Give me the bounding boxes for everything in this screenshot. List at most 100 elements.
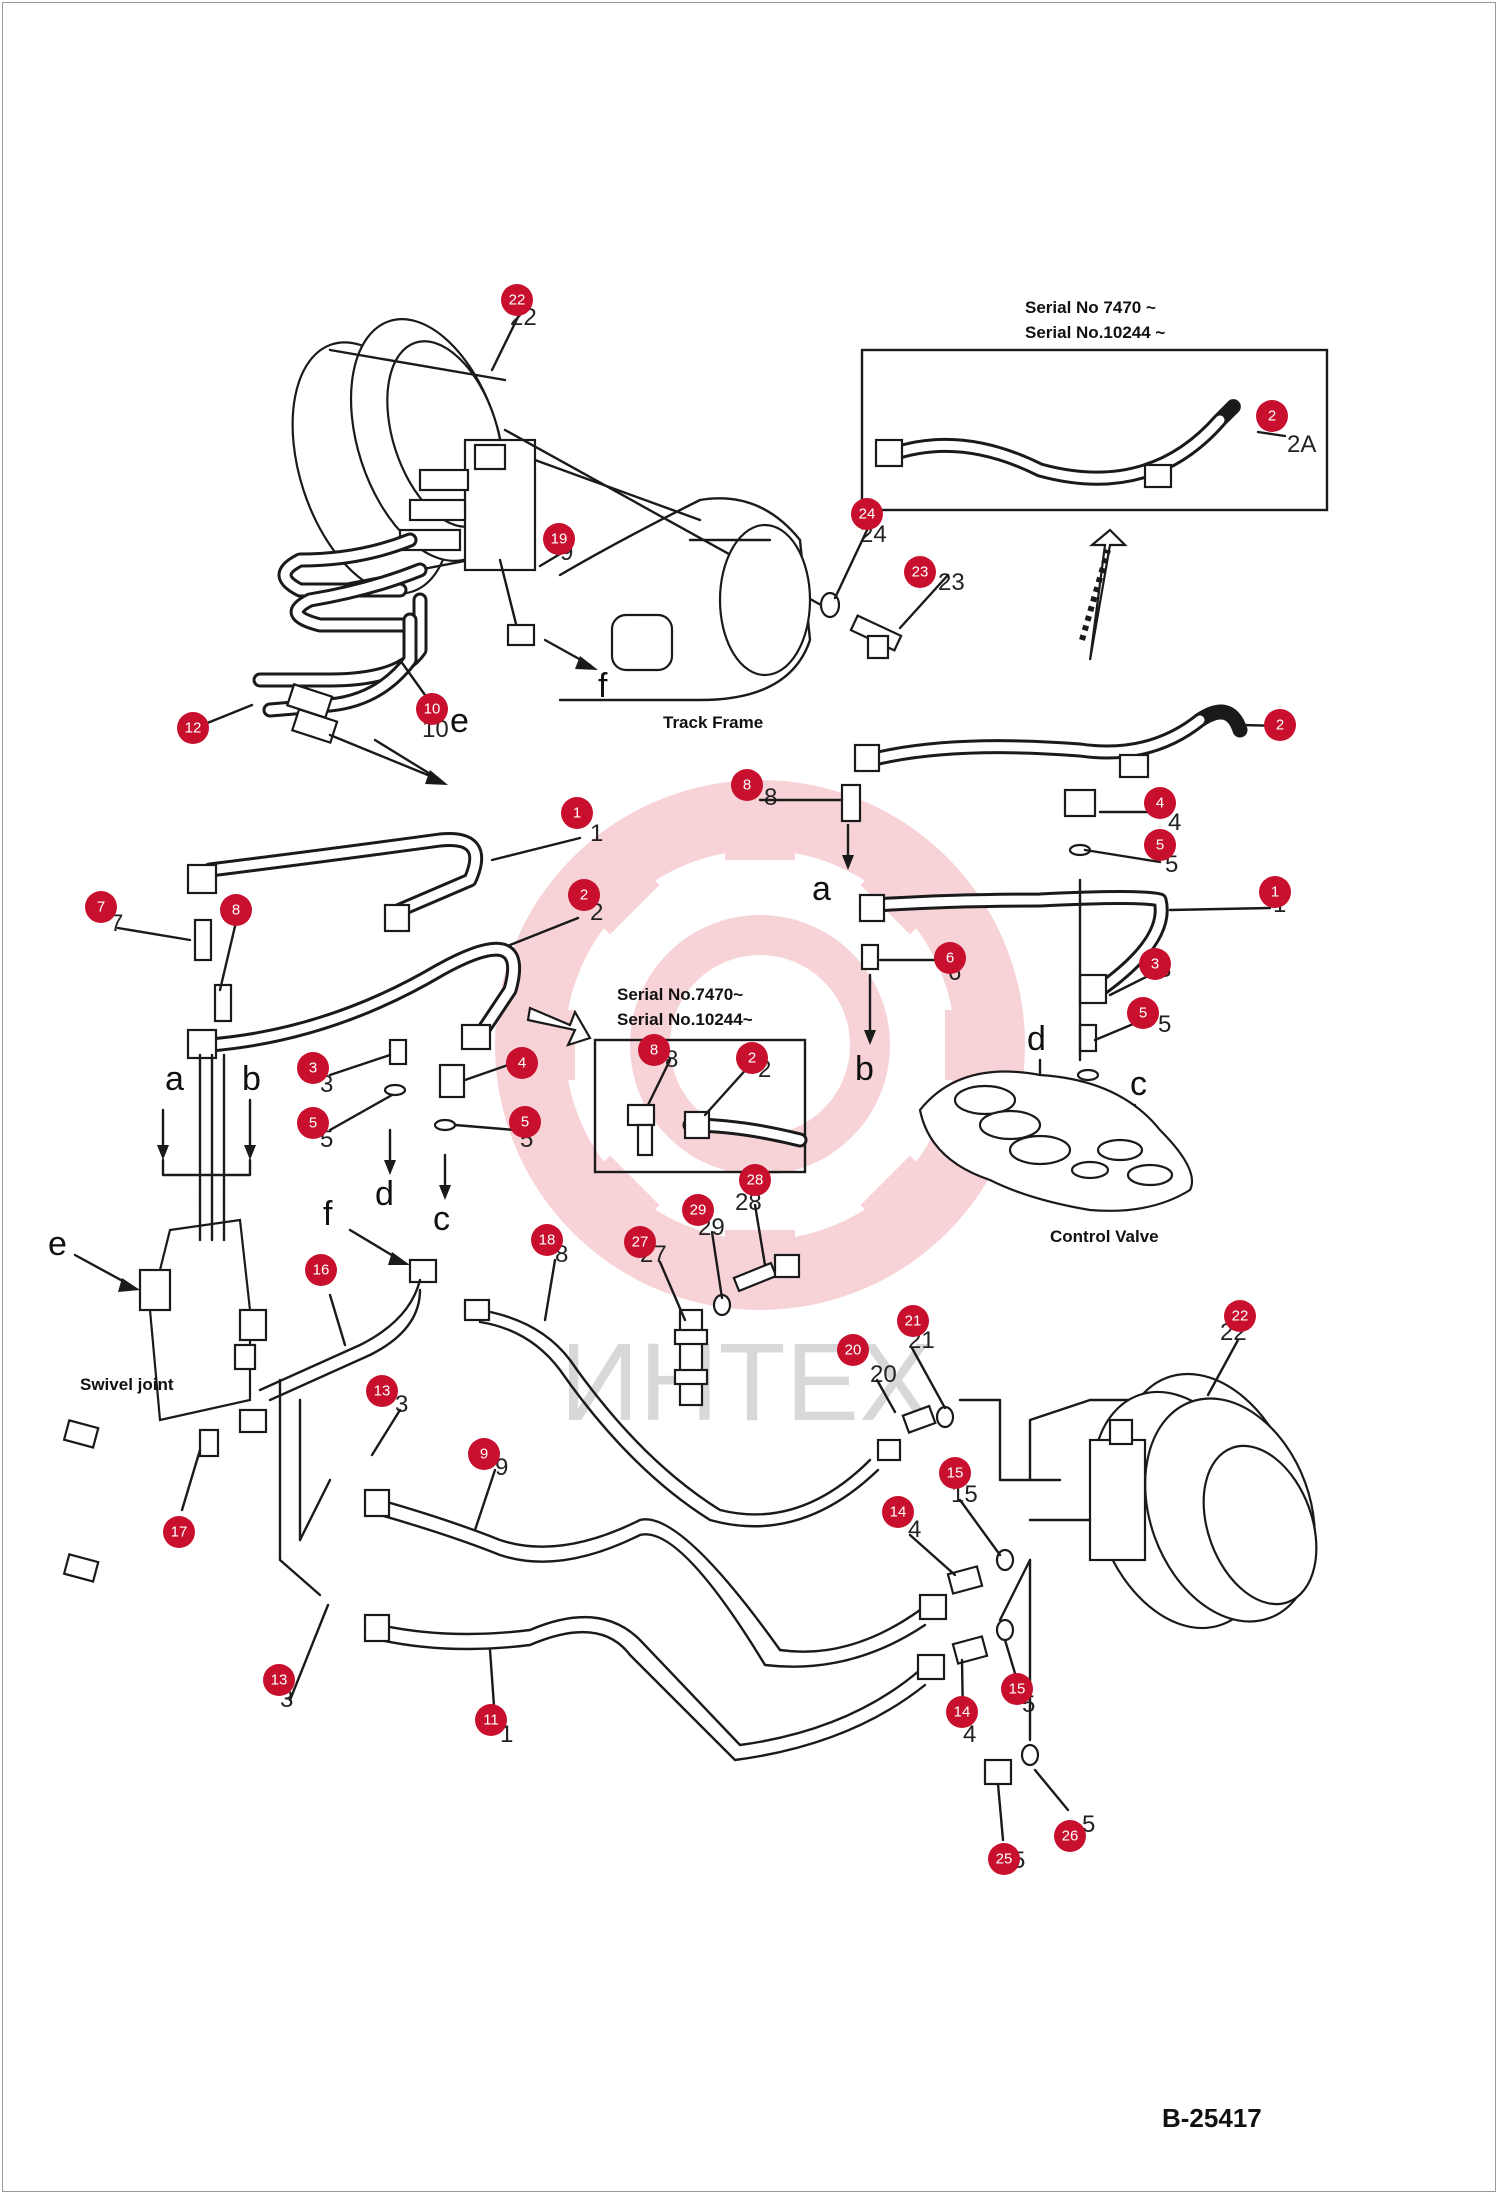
hatched-arrow-right (526, 1006, 592, 1047)
svg-text:9: 9 (480, 1446, 488, 1463)
svg-text:13: 13 (374, 1383, 391, 1400)
serial-top-line1: Serial No 7470 ~ (1025, 298, 1156, 317)
callout-8-inset[interactable]: 8 (638, 1034, 670, 1066)
lower-hoses (62, 1278, 948, 1762)
serial-top-line2: Serial No.10244 ~ (1025, 323, 1165, 342)
callout-14-top[interactable]: 14 (882, 1496, 914, 1528)
svg-text:1: 1 (590, 820, 603, 847)
letter-c-right: c (1130, 1065, 1147, 1103)
drawing-number: B-25417 (1162, 2103, 1262, 2133)
callout-2-right-top[interactable]: 2 (1264, 709, 1296, 741)
callout-20[interactable]: 20 (837, 1334, 869, 1366)
callout-2-inset[interactable]: 2 (736, 1042, 768, 1074)
callout-5-left-b[interactable]: 5 (509, 1106, 541, 1138)
callout-6[interactable]: 6 (934, 942, 966, 974)
letter-f-top: f (598, 667, 608, 705)
serial-mid-line1: Serial No.7470~ (617, 985, 743, 1004)
control-valve-label: Control Valve (1050, 1227, 1159, 1246)
svg-text:3: 3 (309, 1060, 317, 1077)
svg-text:20: 20 (845, 1342, 862, 1359)
callout-17[interactable]: 17 (163, 1516, 195, 1548)
callout-22-top[interactable]: 22 (501, 284, 533, 316)
callout-3-right[interactable]: 3 (1139, 948, 1171, 980)
swivel-joint: Swivel joint (80, 1198, 268, 1422)
svg-text:14: 14 (890, 1504, 907, 1521)
callout-5-left-a[interactable]: 5 (297, 1107, 329, 1139)
callout-18[interactable]: 18 (531, 1224, 563, 1256)
callout-1-left[interactable]: 1 (561, 797, 593, 829)
callout-14-bottom[interactable]: 14 (946, 1696, 978, 1728)
letter-a-right: a (812, 870, 831, 908)
callout-26[interactable]: 26 (1054, 1820, 1086, 1852)
watermark-text: ИНТЕХ (560, 1321, 932, 1444)
svg-text:22: 22 (509, 292, 526, 309)
letter-a-left: a (165, 1060, 184, 1098)
svg-text:5: 5 (1139, 1005, 1147, 1022)
callout-28[interactable]: 28 (739, 1164, 771, 1196)
callout-24[interactable]: 24 (851, 498, 883, 530)
letter-b-left: b (242, 1060, 261, 1098)
svg-text:2: 2 (580, 887, 588, 904)
callout-3-left[interactable]: 3 (297, 1052, 329, 1084)
svg-text:2: 2 (1276, 717, 1284, 734)
callout-10[interactable]: 10 (416, 693, 448, 725)
inset-box-mid: Serial No.7470~ Serial No.10244~ (593, 985, 808, 1174)
callout-2-inset-top[interactable]: 2 (1256, 400, 1288, 432)
svg-text:4: 4 (518, 1055, 526, 1072)
serial-mid-line2: Serial No.10244~ (617, 1010, 753, 1029)
callout-27[interactable]: 27 (624, 1226, 656, 1258)
track-frame-label: Track Frame (663, 713, 763, 732)
svg-text:2A: 2A (1287, 431, 1316, 458)
callout-25[interactable]: 25 (988, 1843, 1020, 1875)
letter-e-top: e (450, 702, 469, 740)
callout-5-right-top[interactable]: 5 (1144, 829, 1176, 861)
callout-8-right[interactable]: 8 (731, 769, 763, 801)
callout-4-right[interactable]: 4 (1144, 787, 1176, 819)
callout-13-bottom[interactable]: 13 (263, 1664, 295, 1696)
svg-text:29: 29 (690, 1202, 707, 1219)
svg-text:17: 17 (171, 1524, 188, 1541)
svg-text:11: 11 (483, 1712, 499, 1729)
top-hose-bundle (252, 532, 536, 782)
svg-text:7: 7 (97, 899, 105, 916)
letter-c-left: c (433, 1200, 450, 1238)
svg-text:13: 13 (271, 1672, 288, 1689)
svg-text:4: 4 (1156, 795, 1164, 812)
svg-text:10: 10 (424, 701, 441, 718)
svg-text:27: 27 (632, 1234, 649, 1251)
svg-text:1: 1 (573, 805, 581, 822)
callout-15-bottom[interactable]: 15 (1001, 1673, 1033, 1705)
callout-15-top[interactable]: 15 (939, 1457, 971, 1489)
svg-text:16: 16 (313, 1262, 330, 1279)
track-frame: Track Frame (558, 497, 812, 732)
callout-5-right-bottom[interactable]: 5 (1127, 997, 1159, 1029)
svg-text:15: 15 (1009, 1681, 1026, 1698)
letter-e-left: e (48, 1225, 67, 1263)
callout-9[interactable]: 9 (468, 1438, 500, 1470)
callout-16[interactable]: 16 (305, 1254, 337, 1286)
callout-19[interactable]: 19 (543, 523, 575, 555)
svg-text:5: 5 (1082, 1811, 1095, 1838)
svg-text:8: 8 (232, 902, 240, 919)
callout-4-left[interactable]: 4 (506, 1047, 538, 1079)
callout-22-bottom[interactable]: 22 (1224, 1300, 1256, 1332)
callout-11[interactable]: 11 (475, 1704, 507, 1736)
svg-text:8: 8 (764, 784, 777, 811)
callout-2-left[interactable]: 2 (568, 879, 600, 911)
letter-f-mid: f (323, 1195, 333, 1233)
callout-7[interactable]: 7 (85, 891, 117, 923)
leader-lines (116, 315, 1287, 1842)
callout-8-left[interactable]: 8 (220, 894, 252, 926)
swivel-joint-label: Swivel joint (80, 1375, 174, 1394)
letter-d-right: d (1027, 1020, 1046, 1058)
callout-29[interactable]: 29 (682, 1194, 714, 1226)
callout-23[interactable]: 23 (904, 556, 936, 588)
callout-21[interactable]: 21 (897, 1305, 929, 1337)
callout-13-top[interactable]: 13 (366, 1375, 398, 1407)
callout-12[interactable]: 12 (177, 712, 209, 744)
hose-group-right (840, 704, 1248, 1082)
svg-text:2: 2 (748, 1050, 756, 1067)
callout-1-right[interactable]: 1 (1259, 876, 1291, 908)
svg-text:8: 8 (743, 777, 751, 794)
